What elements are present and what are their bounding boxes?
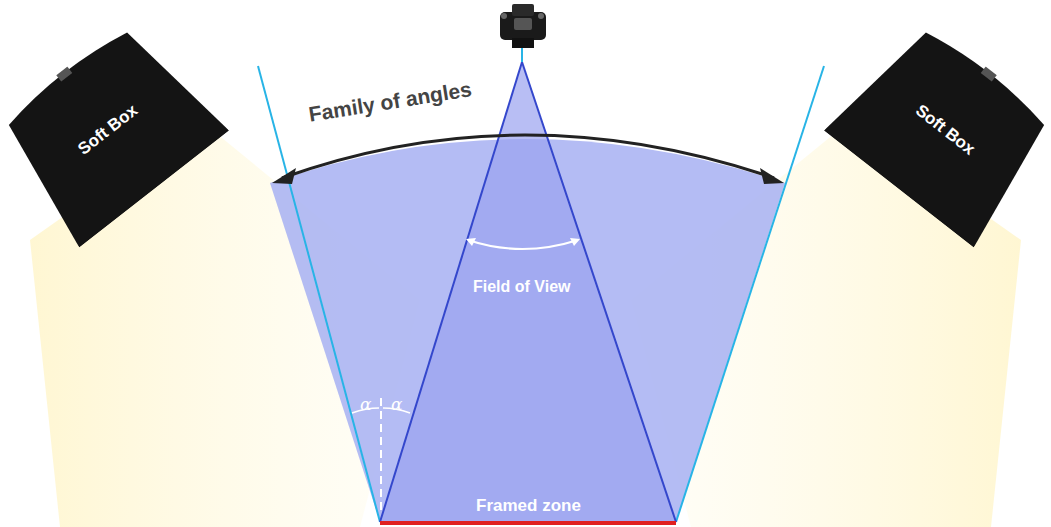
- family-arc: [282, 135, 774, 178]
- camera-icon: [500, 4, 546, 48]
- framed-zone-label: Framed zone: [476, 496, 581, 516]
- angle-symbol: α: [360, 394, 371, 414]
- arrow-head: [570, 238, 580, 246]
- normal-line: [380, 398, 382, 512]
- fov-arc: [468, 240, 578, 249]
- family-of-angles-label: Family of angles: [307, 77, 473, 126]
- field-of-view-label: Field of View: [473, 278, 571, 296]
- arrow-head: [272, 168, 296, 184]
- angle-limit-line: [676, 66, 824, 522]
- arrow-head: [760, 168, 784, 184]
- angle-limit-line: [258, 66, 380, 522]
- framed-zone-line: [380, 521, 676, 525]
- field-of-view-area: [380, 62, 676, 522]
- arrow-head: [466, 238, 476, 246]
- angle-symbol: α: [391, 394, 402, 414]
